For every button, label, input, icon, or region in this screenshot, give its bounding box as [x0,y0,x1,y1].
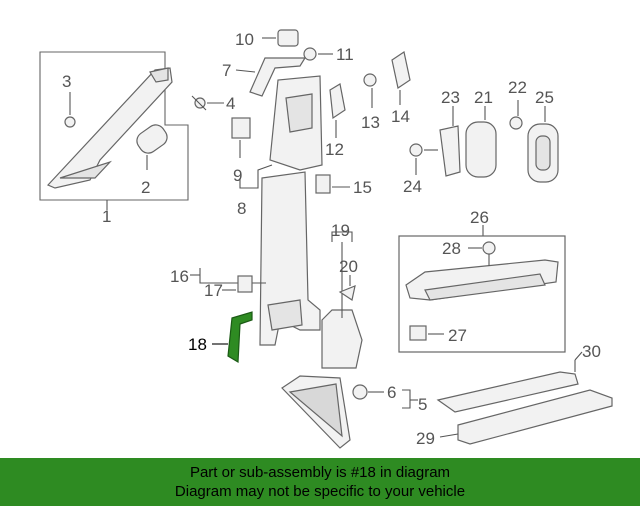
part-23 [439,125,461,177]
callout-30: 30 [582,342,601,361]
callout-2: 2 [141,178,150,197]
callout-5: 5 [418,395,427,414]
part-27-clip [409,325,427,341]
a-pillar-trim [46,67,173,189]
callout-16: 16 [170,267,189,286]
part-26-group [398,225,566,353]
callout-15: 15 [353,178,372,197]
part-14 [391,51,411,89]
callout-13: 13 [361,113,380,132]
part-24 [409,143,423,157]
part-17-clip [237,275,253,293]
callout-12: 12 [325,140,344,159]
part-1-group [39,51,189,210]
callout-14: 14 [391,107,410,126]
part-13 [363,73,377,87]
part-10-11 [262,29,333,61]
callout-19: 19 [331,221,350,240]
callout-4: 4 [226,94,235,113]
callout-10: 10 [235,30,254,49]
callout-23: 23 [441,88,460,107]
part-22 [509,116,523,130]
part-29 [457,389,613,445]
callout-24: 24 [403,177,422,196]
callout-7: 7 [222,61,231,80]
callout-26: 26 [470,208,489,227]
b-pillar-upper-trim [231,75,323,189]
callout-29: 29 [416,429,435,448]
part-5-grille [281,375,418,449]
cover-2 [136,124,168,154]
part-19-20 [321,231,363,369]
part-21 [465,121,497,178]
callout-18: 18 [188,335,207,354]
callout-11: 11 [336,45,354,64]
callout-8: 8 [237,199,246,218]
part-28-screw [482,241,496,255]
callout-28: 28 [442,239,461,258]
part-15-clip [315,174,331,194]
callout-9: 9 [233,166,242,185]
callout-25: 25 [535,88,554,107]
banner-line-1: Part or sub-assembly is #18 in diagram [189,464,451,481]
clip-3 [64,116,76,128]
sill-parts [436,351,613,445]
callout-1: 1 [102,207,111,226]
part-7-bracket [249,57,307,97]
banner-line-2: Diagram may not be specific to your vehi… [174,483,466,500]
callout-27: 27 [448,326,467,345]
b-pillar-lower-trim [190,171,321,346]
callout-21: 21 [474,88,493,107]
info-banner: Part or sub-assembly is #18 in diagram D… [0,458,640,506]
callout-17: 17 [204,281,223,300]
part-12 [329,83,346,120]
part-30 [436,371,579,413]
part-18-highlighted [227,311,253,364]
callout-20: 20 [339,257,358,276]
callout-22: 22 [508,78,527,97]
part-6-screw [352,384,368,400]
callout-3: 3 [62,72,71,91]
parts-diagram: 1 2 3 4 5 6 7 8 9 10 11 12 13 14 15 16 1… [39,29,613,449]
callout-6: 6 [387,383,396,402]
part-4-screw [191,95,224,111]
